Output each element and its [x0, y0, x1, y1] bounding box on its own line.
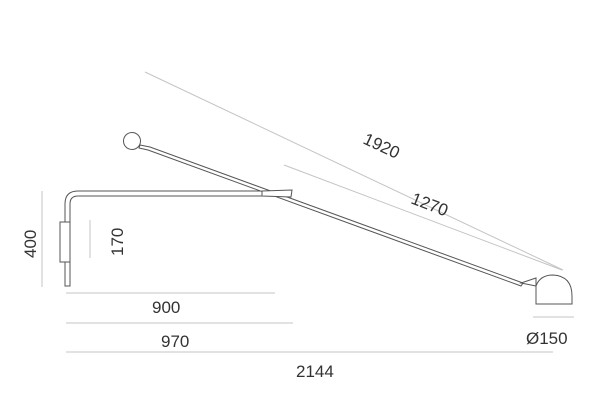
lamp-shade [519, 274, 573, 305]
label-900: 900 [152, 298, 180, 317]
dim-line-1920 [144, 71, 564, 271]
arm-joint [261, 189, 293, 198]
label-970: 970 [161, 332, 189, 351]
swing-arm [123, 132, 524, 287]
label-2144: 2144 [296, 362, 334, 381]
wall-mount-plate [59, 221, 71, 263]
label-shade-diameter: Ø150 [526, 329, 568, 348]
dim-line-1270 [283, 164, 563, 271]
label-170: 170 [108, 228, 127, 256]
counterweight [123, 132, 141, 150]
label-1270: 1270 [409, 189, 451, 220]
label-1920: 1920 [360, 129, 402, 162]
label-400: 400 [21, 230, 40, 258]
